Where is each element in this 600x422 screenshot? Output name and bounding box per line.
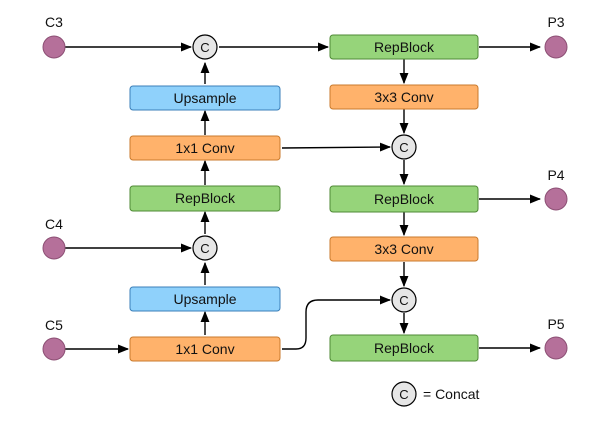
input-label-c5: C5 — [45, 317, 63, 333]
output-nodes: P3 P4 P5 — [544, 14, 568, 360]
conv3x3-block-top — [329, 84, 479, 110]
input-label-c3: C3 — [45, 14, 63, 30]
bottom-up-path: RepBlock 3x3 Conv RepBlock 3x3 Conv RepB… — [329, 34, 479, 362]
concat-nodes: C C C C — [192, 34, 417, 313]
input-nodes: C3 C4 C5 — [42, 14, 66, 361]
input-node-c5 — [42, 337, 66, 361]
repblock-left — [129, 185, 281, 212]
repblock-p5 — [329, 334, 479, 362]
conv1x1-block-top — [129, 135, 281, 161]
legend-text: = Concat — [423, 386, 480, 402]
conv3x3-block-top-label: 3x3 Conv — [374, 89, 433, 105]
output-node-p4 — [544, 187, 568, 211]
arrow-conv1x1-to-concat-3 — [281, 142, 392, 152]
concat-node-1 — [192, 34, 218, 60]
output-node-p3 — [544, 35, 568, 59]
upsample-block-top-label: Upsample — [173, 90, 236, 106]
concat-node-3 — [391, 134, 417, 160]
output-label-p3: P3 — [547, 14, 564, 30]
conv3x3-block-bottom-label: 3x3 Conv — [374, 241, 433, 257]
concat-node-4-label: C — [399, 293, 408, 308]
conv1x1-block-bottom — [129, 336, 281, 362]
upsample-block-bottom — [129, 286, 281, 312]
conv1x1-block-top-label: 1x1 Conv — [175, 140, 234, 156]
repblock-p3-label: RepBlock — [374, 39, 435, 55]
legend-concat-symbol-label: C — [399, 387, 408, 402]
repblock-p4 — [329, 185, 479, 213]
top-down-path: Upsample 1x1 Conv RepBlock Upsample 1x1 … — [129, 85, 281, 362]
concat-node-3-label: C — [399, 140, 408, 155]
input-label-c4: C4 — [45, 216, 63, 232]
connection-arrows — [62, 42, 542, 354]
conv3x3-block-bottom — [329, 236, 479, 262]
concat-node-4 — [391, 287, 417, 313]
repblock-p5-label: RepBlock — [374, 340, 435, 356]
repblock-left-label: RepBlock — [175, 190, 236, 206]
repblock-p3 — [329, 34, 479, 60]
output-label-p4: P4 — [547, 167, 564, 183]
output-label-p5: P5 — [547, 316, 564, 332]
concat-node-2 — [192, 235, 218, 261]
conv1x1-block-bottom-label: 1x1 Conv — [175, 341, 234, 357]
input-node-c3 — [42, 35, 66, 59]
concat-node-2-label: C — [200, 241, 209, 256]
legend: C = Concat — [391, 381, 480, 407]
input-node-c4 — [42, 236, 66, 260]
upsample-block-bottom-label: Upsample — [173, 291, 236, 307]
output-node-p5 — [544, 336, 568, 360]
arrow-conv1x1-to-concat-4 — [282, 295, 392, 350]
upsample-block-top — [129, 85, 281, 111]
legend-concat-symbol — [391, 381, 417, 407]
concat-node-1-label: C — [200, 40, 209, 55]
repblock-p4-label: RepBlock — [374, 191, 435, 207]
